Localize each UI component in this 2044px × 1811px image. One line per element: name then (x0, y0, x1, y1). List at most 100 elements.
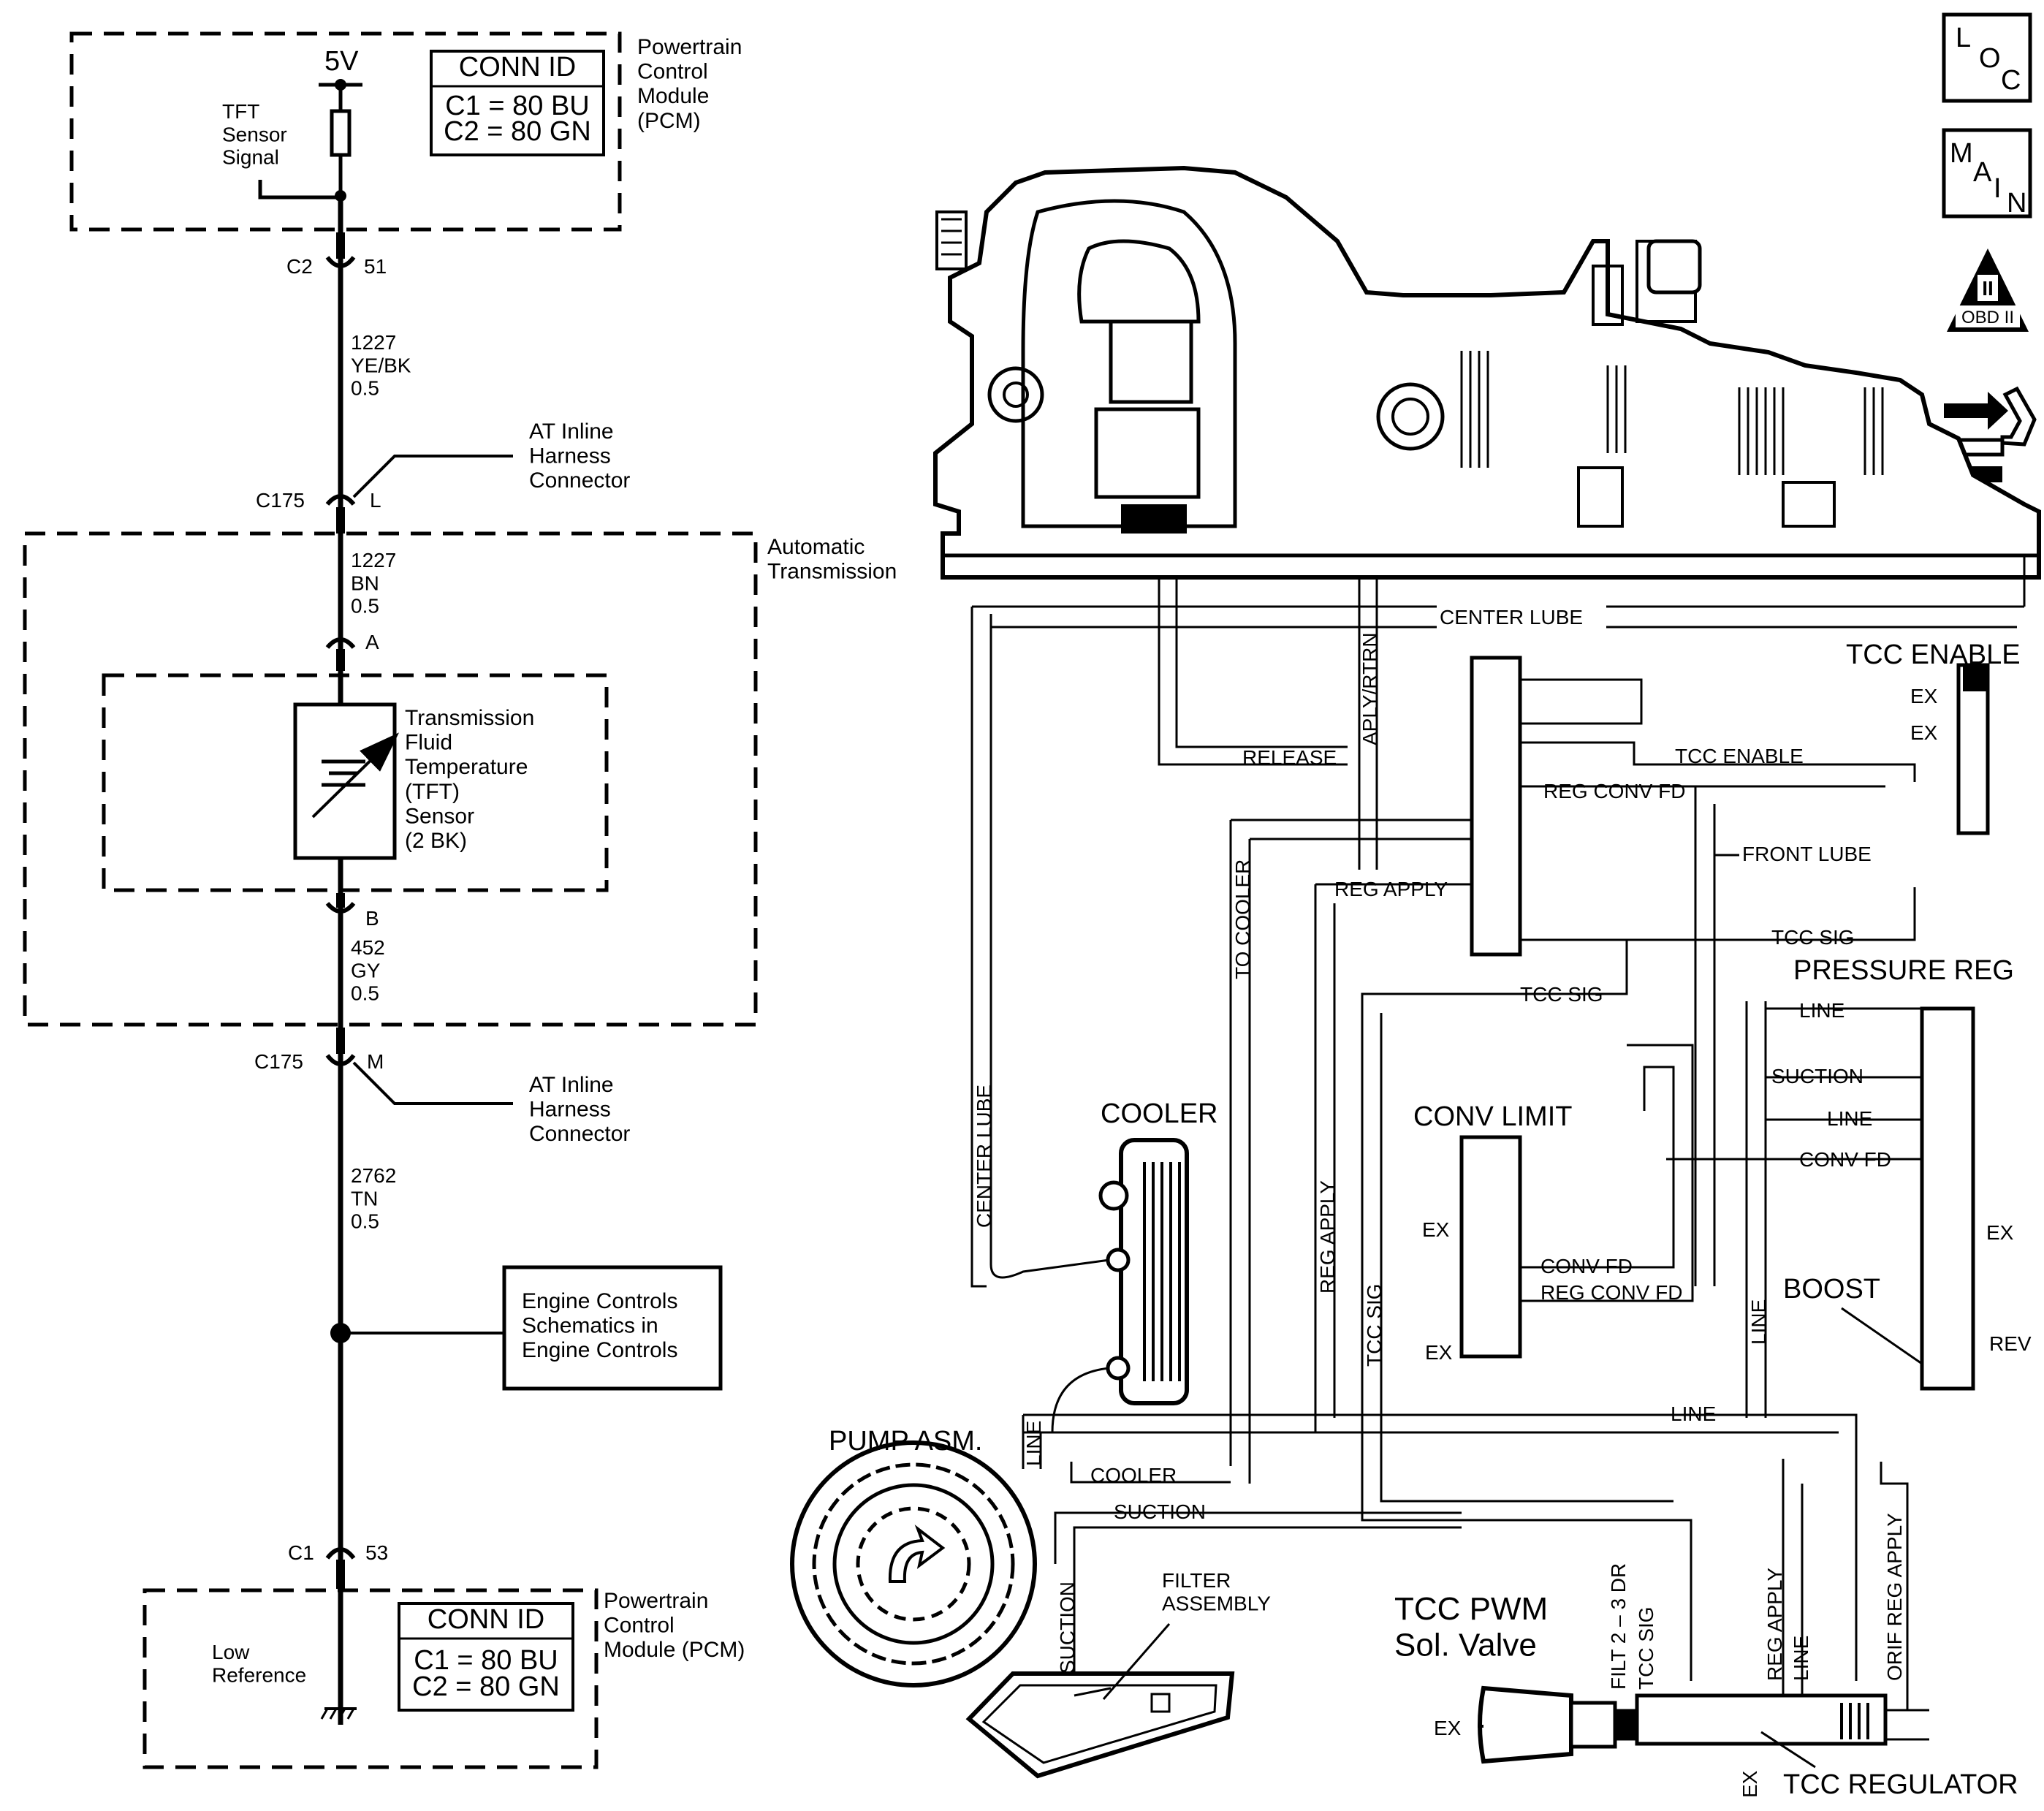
tcc-sig-label-1: TCC SIG (1771, 926, 1855, 949)
line-vertical: LINE (1747, 1299, 1770, 1345)
svg-text:I: I (1994, 173, 2002, 204)
c175-top-pin: L (370, 489, 381, 512)
filter-assembly (965, 1623, 1235, 1779)
conn-id-c1-bottom: C1 = 80 BU (414, 1645, 558, 1676)
connector-c2 (325, 256, 356, 268)
voltage-label: 5V (324, 46, 359, 77)
cooler-title: COOLER (1101, 1098, 1217, 1129)
orif-reg-apply-label: ORIF REG APPLY (1883, 1513, 1906, 1681)
obd-ii-icon[interactable]: II OBD II (1947, 248, 2029, 332)
boost-title: BOOST (1783, 1274, 1880, 1305)
line-label-1: LINE (1799, 999, 1844, 1022)
ex-1-label: EX (1910, 685, 1938, 707)
tcc-sig-vertical-2: TCC SIG (1635, 1606, 1657, 1690)
pin-a (325, 637, 356, 650)
c2-label: C2 (286, 255, 313, 278)
rev-label: REV (1989, 1332, 2032, 1355)
c175-top-label: C175 (256, 489, 305, 512)
conv-fd-label: CONV FD (1799, 1148, 1891, 1171)
tcc-regulator-valve (1635, 1693, 1888, 1746)
reg-apply-vertical-2: REG APPLY (1763, 1568, 1786, 1681)
pin-b (325, 901, 356, 914)
tcc-enable-label: TCC ENABLE (1675, 745, 1804, 767)
center-lube-vertical-label: CENTER LUBE (973, 1085, 995, 1228)
pcm-top-box (69, 31, 622, 232)
hydraulic-labels: CENTER LUBE CENTER LUBE APLY/RTRN RELEAS… (829, 604, 2032, 1800)
conn-id-title-bottom: CONN ID (428, 1604, 544, 1635)
cooler (989, 1138, 1189, 1433)
line-vertical-3: LINE (1790, 1636, 1812, 1681)
pin-b-label: B (365, 907, 379, 930)
tcc-enable-title: TCC ENABLE (1846, 639, 2021, 670)
cooler-line-label: COOLER (1090, 1464, 1177, 1487)
svg-text:A: A (1973, 157, 1992, 188)
engine-controls-box[interactable] (502, 1265, 723, 1391)
tcc-control-valve (1470, 656, 1522, 957)
pin-a-label: A (365, 631, 379, 653)
connector-c175-top (325, 494, 356, 506)
loc-icon[interactable]: L O C (1942, 12, 2032, 103)
reg-apply-label: REG APPLY (1334, 878, 1448, 900)
reg-apply-vertical: REG APPLY (1316, 1180, 1339, 1294)
line-pump-label: LINE (1022, 1421, 1045, 1466)
tcc-enable-valve (1956, 663, 1990, 835)
filt-2-3-dr-label: FILT 2 – 3 DR (1607, 1563, 1630, 1690)
suction-label-1: SUCTION (1771, 1065, 1863, 1087)
tcc-sig-vertical: TCC SIG (1363, 1283, 1386, 1367)
conn-id-c1-top: C1 = 80 BU (445, 91, 590, 121)
connector-c175-bottom (325, 1054, 356, 1066)
ex-conv-limit-1: EX (1422, 1218, 1450, 1241)
front-lube-label: FRONT LUBE (1742, 843, 1872, 865)
center-lube-label: CENTER LUBE (1440, 606, 1583, 629)
aply-rtrn-label: APLY/RTRN (1359, 632, 1381, 745)
sensor-box (102, 673, 609, 892)
pump-asm-title: PUMP ASM. (829, 1426, 982, 1457)
conv-limit-title: CONV LIMIT (1413, 1101, 1572, 1132)
suction-vertical: SUCTION (1056, 1582, 1079, 1674)
pump-assembly (790, 1440, 1037, 1687)
conn-id-title-top: CONN ID (459, 52, 576, 83)
c2-pin: 51 (364, 255, 387, 278)
tcc-regulator-title: TCC REGULATOR (1783, 1769, 2018, 1800)
pressure-regulator (1920, 1006, 1975, 1391)
c1-label: C1 (288, 1541, 314, 1564)
pcm-bottom-box (143, 1588, 599, 1769)
c175-bottom-label: C175 (254, 1050, 303, 1073)
ex-pressure-reg: EX (1986, 1221, 2014, 1244)
reg-conv-fd-label-2: REG CONV FD (1540, 1281, 1682, 1304)
ex-conv-limit-2: EX (1425, 1341, 1453, 1364)
transmission-box (23, 531, 758, 1027)
hydraulic-passages (970, 555, 2026, 1741)
converter-limit-valve (1459, 1135, 1522, 1359)
main-icon[interactable]: M A I N (1942, 128, 2032, 219)
conn-id-c2-bottom: C2 = 80 GN (412, 1671, 560, 1702)
tcc-pwm-solenoid (1478, 1685, 1644, 1764)
conn-id-box-bottom (398, 1602, 574, 1712)
tcc-sig-label-2: TCC SIG (1520, 983, 1603, 1006)
conv-fd-label-2: CONV FD (1540, 1255, 1633, 1277)
ex-pwm-label: EX (1434, 1717, 1462, 1739)
suction-label-2: SUCTION (1114, 1500, 1206, 1523)
c1-pin: 53 (365, 1541, 388, 1564)
conn-id-box-top (430, 50, 605, 156)
tft-sensor (293, 702, 397, 860)
svg-text:II: II (1982, 277, 1994, 300)
pressure-reg-title: PRESSURE REG (1793, 955, 2014, 986)
svg-text:L: L (1956, 23, 1971, 53)
svg-text:OBD II: OBD II (1961, 308, 2014, 327)
c175-bottom-pin: M (367, 1050, 384, 1073)
